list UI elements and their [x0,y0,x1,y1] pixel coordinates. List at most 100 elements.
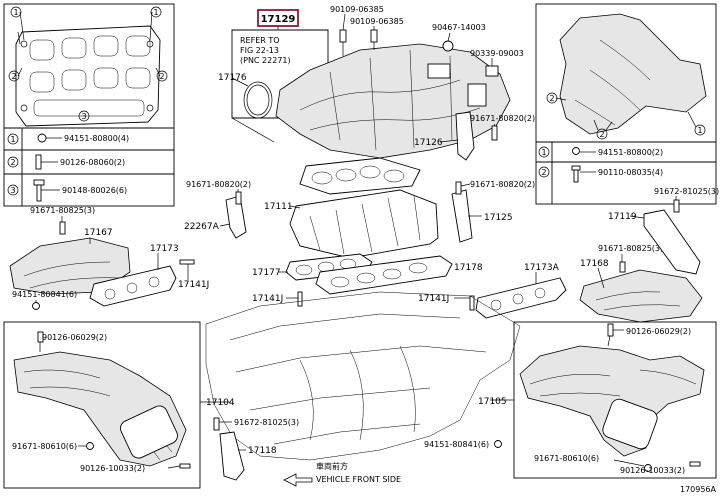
manifold-bracket [455,111,475,161]
callout-circle-1 [10,6,22,18]
clamp-icon [442,40,454,52]
svg-text:17173: 17173 [150,244,179,254]
nut-icon [572,147,580,155]
svg-text:17141J: 17141J [418,294,449,304]
nut-icon [644,464,652,472]
svg-text:94151-80841(6): 94151-80841(6) [12,290,77,299]
intake-spacer [289,189,439,259]
svg-text:17173A: 17173A [524,263,560,273]
svg-text:17125: 17125 [484,213,513,223]
spacer-group: 17111 22267A 91671-80820(2) 17125 91671-… [184,157,535,259]
svg-text:94151-80800(2): 94151-80800(2) [598,148,663,157]
svg-text:90109-06385: 90109-06385 [350,17,404,26]
inset-lower-right: 90126-06029(2) 91671-80610(6) 90126-1003… [424,321,717,479]
svg-text:91671-80820(2): 91671-80820(2) [470,114,535,123]
svg-text:17141J: 17141J [178,280,209,290]
legend-num: 2 [10,158,15,167]
stud-icon [179,259,195,265]
stud-icon [35,154,42,170]
svg-text:(PNC 22271): (PNC 22271) [240,56,291,65]
catalytic-converter [602,398,658,450]
svg-text:94151-80841(6): 94151-80841(6) [424,440,489,449]
vehicle-front-indicator: 車両前方 VEHICLE FRONT SIDE [283,461,401,487]
nut-icon [32,302,40,310]
main-part-number: 17129 [261,14,296,25]
catalytic-converter [120,405,178,459]
legend-num: 1 [10,135,15,144]
front-arrow-icon [283,473,313,487]
bracket-17118-group: 91672-81025(3) 17118 [213,417,299,481]
callout-circle-2 [156,70,168,82]
svg-text:91671-80820(2): 91671-80820(2) [470,180,535,189]
svg-text:17126: 17126 [414,138,443,148]
figure-id: 170956A [680,485,717,494]
svg-text:2: 2 [549,94,554,103]
manifold-rear-view [559,13,707,135]
inset-frame [3,3,175,207]
svg-text:90467-14003: 90467-14003 [432,23,486,32]
svg-text:91672-81025(3): 91672-81025(3) [654,187,719,196]
stud-icon [297,291,303,307]
bolt-icon [33,179,45,186]
svg-text:17168: 17168 [580,259,609,269]
svg-text:1: 1 [697,126,702,135]
legend-num: 3 [10,186,15,195]
svg-text:91671-80610(6): 91671-80610(6) [534,454,599,463]
callout-circle-2 [8,70,20,82]
svg-text:90126-06029(2): 90126-06029(2) [42,333,107,342]
svg-text:17141J: 17141J [252,294,283,304]
inset-upper-left: 1 1 2 2 3 1 2 3 94151-80800(4) 90126-080… [3,3,175,207]
bracket-17118 [219,431,245,481]
svg-text:91671-80825(3): 91671-80825(3) [598,244,663,253]
inset-frame [3,321,201,489]
svg-text:91671-80825(3): 91671-80825(3) [30,206,95,215]
svg-text:17176: 17176 [218,73,247,83]
heat-insulator-17168 [579,269,703,323]
svg-text:17104: 17104 [206,398,235,408]
svg-text:17167: 17167 [84,228,113,238]
plug-icon [485,65,499,77]
svg-text:90126-10033(2): 90126-10033(2) [620,466,685,475]
svg-text:90109-06385: 90109-06385 [330,5,384,14]
exhaust-gasket-17173 [89,265,177,307]
svg-text:17178: 17178 [454,263,483,273]
intake-manifold-group: 17129 REFER TO FIG 22-13 (PNC 22271) 171… [218,5,535,161]
svg-text:22267A: 22267A [184,222,220,232]
legend-part: 94151-80800(4) [64,134,129,143]
legend-part: 90126-08060(2) [60,158,125,167]
svg-text:90126-06029(2): 90126-06029(2) [626,327,691,336]
nut-icon [37,133,47,143]
svg-text:91671-80820(2): 91671-80820(2) [186,180,251,189]
svg-text:17105: 17105 [478,397,507,407]
svg-text:17118: 17118 [248,446,277,456]
svg-text:2: 2 [541,168,546,177]
svg-text:REFER TO: REFER TO [240,36,280,45]
right-exhaust-upper-group: 17173A 17168 91671-80825(3) 17119 91672-… [475,187,719,323]
o-ring-gasket [243,81,273,119]
exhaust-gasket-17173A [475,277,567,319]
svg-text:90126-10033(2): 90126-10033(2) [80,464,145,473]
exhaust-manifold-17105 [519,345,705,457]
svg-text:17111: 17111 [264,202,293,212]
svg-text:17119: 17119 [608,212,637,222]
gasket-17178 [315,255,453,295]
intake-gasket [15,25,161,127]
svg-text:1: 1 [541,148,546,157]
svg-text:車両前方: 車両前方 [316,461,348,471]
left-exhaust-upper-group: 91671-80825(3) 17167 17173 17141J 94151-… [9,206,209,310]
svg-text:91672-81025(3): 91672-81025(3) [234,418,299,427]
svg-text:2: 2 [599,130,604,139]
callout-circle-1 [150,6,162,18]
callout-num: 1 [153,8,158,17]
nut-icon [86,442,94,450]
nut-icon [494,440,502,448]
exhaust-gasket-group: 17177 17178 17141J 17141J [252,253,483,311]
manifold-stay-17119 [643,209,701,275]
stud-icon [469,295,475,311]
callout-num: 3 [81,112,86,121]
svg-text:91671-80610(6): 91671-80610(6) [12,442,77,451]
callout-circle-3 [78,110,90,122]
engine-block-outline [205,291,521,461]
